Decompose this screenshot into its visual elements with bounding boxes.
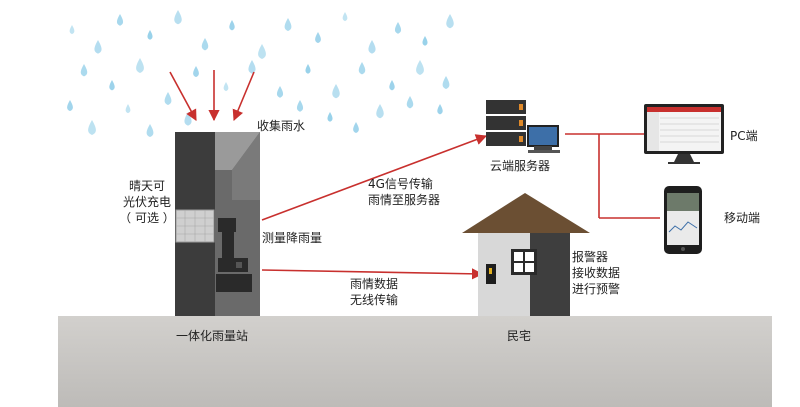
raindrop xyxy=(422,36,428,46)
raindrop xyxy=(258,44,266,59)
raindrop xyxy=(327,112,333,122)
mobile-phone-icon xyxy=(664,186,702,254)
raindrop xyxy=(201,38,209,51)
4g-label-line-2: 雨情至服务器 xyxy=(368,193,441,207)
solar-label-line-1: 晴天可 xyxy=(128,179,165,193)
raindrop xyxy=(125,104,131,114)
wireless-label-line-1: 雨情数据 xyxy=(350,277,399,291)
mobile-label: 移动端 xyxy=(724,211,761,225)
raindrop xyxy=(394,22,402,34)
raindrop xyxy=(332,84,340,99)
measure-rainfall-label: 测量降雨量 xyxy=(262,231,323,245)
alarm-label-line-3: 进行预警 xyxy=(572,282,621,296)
raindrop xyxy=(88,120,96,135)
pc-label: PC端 xyxy=(730,129,758,143)
raindrop xyxy=(116,14,124,26)
house-label: 民宅 xyxy=(507,329,532,343)
raindrop xyxy=(389,80,395,91)
raindrop xyxy=(223,82,229,92)
raindrop xyxy=(147,30,153,40)
raindrop xyxy=(342,12,348,22)
raindrop xyxy=(109,80,115,91)
raindrop xyxy=(146,124,154,137)
raindrop xyxy=(136,58,144,73)
rain-drops xyxy=(67,10,454,137)
raindrop xyxy=(416,60,424,75)
server-rack-icon xyxy=(486,100,560,153)
raindrop xyxy=(315,32,321,44)
rain-collection-arrows xyxy=(169,70,255,122)
raindrop xyxy=(69,25,75,35)
raindrop xyxy=(437,104,443,115)
alarm-label: 报警器 接收数据 进行预警 xyxy=(572,249,620,297)
raindrop xyxy=(164,92,172,105)
wireless-link-label: 雨情数据 无线传输 xyxy=(350,276,398,308)
raindrop xyxy=(353,122,359,134)
raindrop xyxy=(406,96,414,109)
solar-charging-label: 晴天可 光伏充电 （ 可选 ） xyxy=(112,178,182,226)
alarm-label-line-2: 接收数据 xyxy=(572,266,621,280)
raindrop xyxy=(94,40,102,54)
raindrop xyxy=(296,100,304,112)
station-label: 一体化雨量站 xyxy=(176,329,249,343)
raindrop xyxy=(229,20,235,31)
raindrop xyxy=(284,18,292,31)
raindrop xyxy=(305,64,311,74)
raindrop xyxy=(376,104,384,119)
raindrop xyxy=(442,76,450,89)
rain-station xyxy=(175,132,260,316)
collect-rain-label: 收集雨水 xyxy=(257,119,306,133)
solar-label-line-2: 光伏充电 xyxy=(122,195,171,209)
raindrop xyxy=(184,112,192,126)
alarm-label-line-1: 报警器 xyxy=(572,250,609,264)
4g-label-line-1: 4G信号传输 xyxy=(368,177,433,191)
solar-label-line-3: （ 可选 ） xyxy=(119,211,175,225)
server-distribution-lines xyxy=(565,133,660,219)
raindrop xyxy=(368,40,376,54)
ground xyxy=(58,316,772,407)
raindrop xyxy=(174,10,182,25)
pc-monitor-icon xyxy=(644,104,724,164)
raindrop xyxy=(193,66,199,78)
raindrop xyxy=(67,100,73,112)
house xyxy=(462,193,590,316)
raindrop xyxy=(276,86,284,98)
cloud-server-label: 云端服务器 xyxy=(490,159,551,173)
wireless-label-line-2: 无线传输 xyxy=(350,293,399,307)
wireless-link-arrow xyxy=(261,268,484,280)
alarm-device-icon xyxy=(486,264,496,284)
raindrop xyxy=(248,60,256,74)
raindrop xyxy=(358,62,366,75)
raindrop xyxy=(80,64,88,77)
raindrop xyxy=(446,14,454,29)
4g-link-arrow xyxy=(261,134,488,221)
4g-link-label: 4G信号传输 雨情至服务器 xyxy=(368,176,440,208)
